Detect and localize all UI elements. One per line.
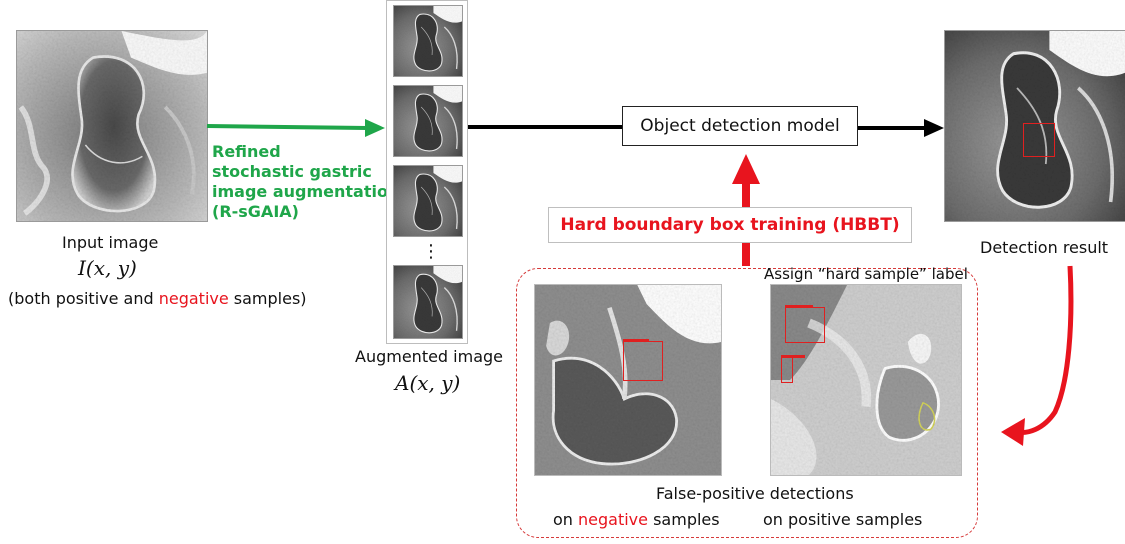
augmented-image-strip: ⋮ — [386, 0, 468, 344]
hbbt-box: Hard boundary box training (HBBT) — [548, 207, 912, 243]
flow-arrow-to-model — [468, 125, 622, 129]
negative-samples-caption: on negative samples — [553, 510, 720, 529]
input-xray-image — [16, 30, 208, 222]
false-positive-frame — [516, 268, 978, 538]
augmented-image-1 — [393, 5, 463, 77]
assign-hard-sample-label: Assign “hard sample” label — [764, 265, 968, 283]
samples-caption-suffix: samples) — [228, 289, 307, 308]
samples-caption-negative: negative — [158, 289, 229, 308]
augmented-image-2-graphic — [394, 86, 462, 156]
negative-samples-prefix: on — [553, 510, 579, 529]
augmentation-arrow — [206, 119, 385, 137]
samples-caption: (both positive and negative samples) — [8, 289, 307, 308]
false-positive-tag-positive-1 — [785, 305, 813, 308]
detection-result-label: Detection result — [980, 238, 1109, 257]
object-detection-model-box: Object detection model — [622, 106, 858, 146]
false-positive-negative-image — [534, 284, 722, 476]
negative-samples-suffix: samples — [648, 510, 720, 529]
input-xray-graphic — [17, 31, 207, 221]
false-positive-positive-image — [770, 284, 962, 476]
augmentation-label-line3: image augmentation — [212, 182, 400, 201]
augmented-image-1-graphic — [394, 6, 462, 76]
augmented-image-formula: A(x, y) — [395, 371, 461, 395]
flow-arrow-to-result — [858, 119, 944, 137]
augmentation-label: Refined stochastic gastric image augment… — [212, 142, 399, 222]
samples-caption-prefix: (both positive and — [8, 289, 159, 308]
augmented-image-4-graphic — [394, 266, 462, 338]
augmented-image-2 — [393, 85, 463, 157]
augmented-image-label: Augmented image — [355, 347, 504, 366]
false-positive-tag-negative — [623, 339, 649, 342]
hbbt-label: Hard boundary box training (HBBT) — [560, 215, 900, 235]
augmented-ellipsis: ⋮ — [422, 241, 440, 262]
false-positive-box-positive-1 — [785, 307, 825, 343]
feedback-curved-arrow — [1001, 265, 1074, 446]
input-image-formula: I(x, y) — [78, 256, 137, 280]
augmented-image-3 — [393, 165, 463, 237]
false-positive-box-positive-2 — [781, 357, 793, 383]
detection-result-box — [1023, 123, 1055, 157]
augmentation-label-line1: Refined — [212, 142, 281, 161]
positive-samples-caption: on positive samples — [763, 510, 923, 529]
false-positive-tag-positive-2 — [781, 355, 805, 358]
negative-samples-word: negative — [578, 510, 648, 529]
false-positive-label: False-positive detections — [656, 484, 854, 503]
input-image-label: Input image — [62, 233, 159, 252]
augmented-image-3-graphic — [394, 166, 462, 236]
augmentation-label-line2: stochastic gastric — [212, 162, 372, 181]
augmentation-label-line4: (R-sGAIA) — [212, 202, 299, 221]
object-detection-model-label: Object detection model — [640, 116, 840, 136]
detection-result-image — [944, 30, 1125, 222]
augmented-image-4 — [393, 265, 463, 339]
false-positive-box-negative — [623, 341, 663, 381]
